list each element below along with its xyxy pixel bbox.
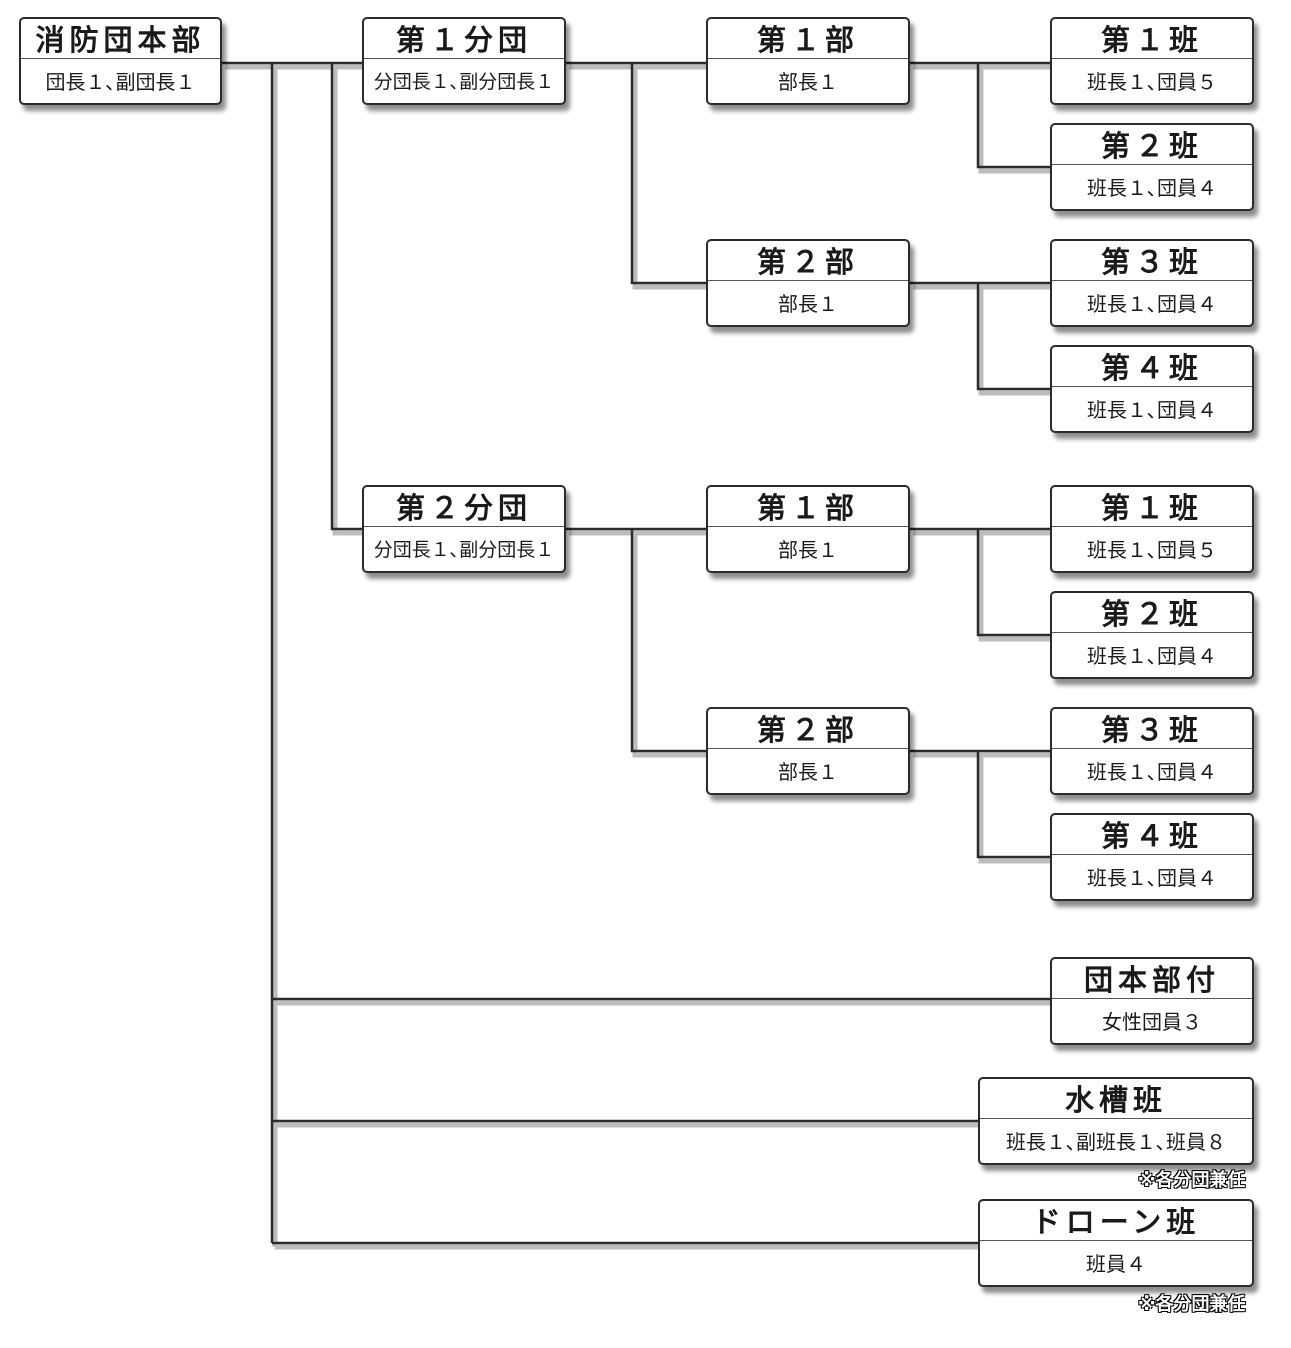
connector-line-17 [976,751,1050,859]
connector-shadow-15 [978,533,1053,642]
division-1-section-2-title: 第２部 [708,241,908,281]
hq-members: 団長１､副団長１ [45,69,196,94]
division-2-section-2-box: 第２部 部長１ [706,707,910,795]
division-1-squad-3-members: 班長１､団員４ [1087,291,1217,316]
division-2-squad-1-box: 第１班 班長１､団員５ [1050,485,1254,573]
hq-attached-title: 団本部付 [1052,959,1252,999]
connector-shadow-17 [978,755,1053,864]
division-1-members: 分団長１､副分団長１ [373,70,555,93]
division-1-box: 第１分団 分団長１､副分団長１ [362,17,566,105]
division-1-squad-4-box: 第４班 班長１､団員４ [1050,345,1254,433]
connector-shadow-11 [978,287,1053,396]
drone-squad-members: 班員４ [1086,1251,1146,1276]
hq-attached-box: 団本部付 女性団員３ [1050,957,1254,1045]
division-1-section-1-members: 部長１ [778,69,838,94]
division-2-squad-1-members: 班長１､団員５ [1087,537,1217,562]
division-1-section-1-title: 第１部 [708,19,908,59]
division-1-squad-2-title: 第２班 [1052,125,1252,165]
connector-shadow-9 [978,67,1053,174]
connector-shadow-7 [632,67,709,290]
drone-squad-title: ドローン班 [980,1201,1252,1241]
division-2-members: 分団長１､副分団長１ [373,538,555,561]
division-2-squad-3-title: 第３班 [1052,709,1252,749]
water-tank-squad-note: ※各分団兼任 [1138,1170,1246,1191]
division-2-section-1-box: 第１部 部長１ [706,485,910,573]
hq-box: 消防団本部 団長１､副団長１ [19,17,222,105]
division-2-section-2-title: 第２部 [708,709,908,749]
hq-attached-members: 女性団員３ [1102,1009,1202,1034]
connector-line-9 [976,63,1050,169]
division-2-section-2-members: 部長１ [778,759,838,784]
connector-line-15 [976,529,1050,637]
connector-shadow-2 [332,67,365,536]
division-1-section-1-box: 第１部 部長１ [706,17,910,105]
connector-shadow-13 [632,533,709,758]
division-2-squad-2-box: 第２班 班長１､団員４ [1050,591,1254,679]
division-2-squad-3-members: 班長１､団員４ [1087,759,1217,784]
division-2-section-1-members: 部長１ [778,537,838,562]
division-2-box: 第２分団 分団長１､副分団長１ [362,485,566,573]
water-tank-squad-members: 班長１､副班長１､班員８ [1006,1129,1226,1154]
division-1-section-2-members: 部長１ [778,291,838,316]
division-1-squad-1-box: 第１班 班長１､団員５ [1050,17,1254,105]
division-2-squad-4-title: 第４班 [1052,815,1252,855]
division-1-squad-1-members: 班長１､団員５ [1087,69,1217,94]
division-2-squad-4-members: 班長１､団員４ [1087,865,1217,890]
connector-line-13 [630,529,706,753]
water-tank-squad-box: 水槽班 班長１､副班長１､班員８ [978,1077,1254,1165]
division-1-squad-2-box: 第２班 班長１､団員４ [1050,123,1254,211]
division-2-squad-1-title: 第１班 [1052,487,1252,527]
division-1-squad-3-title: 第３班 [1052,241,1252,281]
division-1-squad-4-members: 班長１､団員４ [1087,397,1217,422]
division-1-squad-2-members: 班長１､団員４ [1087,175,1217,200]
connector-line-7 [630,63,706,285]
division-2-squad-2-title: 第２班 [1052,593,1252,633]
division-2-squad-4-box: 第４班 班長１､団員４ [1050,813,1254,901]
connector-line-11 [976,283,1050,391]
hq-title: 消防団本部 [21,19,220,59]
division-2-section-1-title: 第１部 [708,487,908,527]
division-1-title: 第１分団 [364,19,564,59]
division-2-squad-2-members: 班長１､団員４ [1087,643,1217,668]
division-1-squad-3-box: 第３班 班長１､団員４ [1050,239,1254,327]
division-2-title: 第２分団 [364,487,564,527]
division-2-squad-3-box: 第３班 班長１､団員４ [1050,707,1254,795]
drone-squad-note: ※各分団兼任 [1138,1294,1246,1315]
division-1-section-2-box: 第２部 部長１ [706,239,910,327]
division-1-squad-4-title: 第４班 [1052,347,1252,387]
connector-line-2 [330,63,362,531]
drone-squad-box: ドローン班 班員４ [978,1199,1254,1287]
water-tank-squad-title: 水槽班 [980,1079,1252,1119]
division-1-squad-1-title: 第１班 [1052,19,1252,59]
